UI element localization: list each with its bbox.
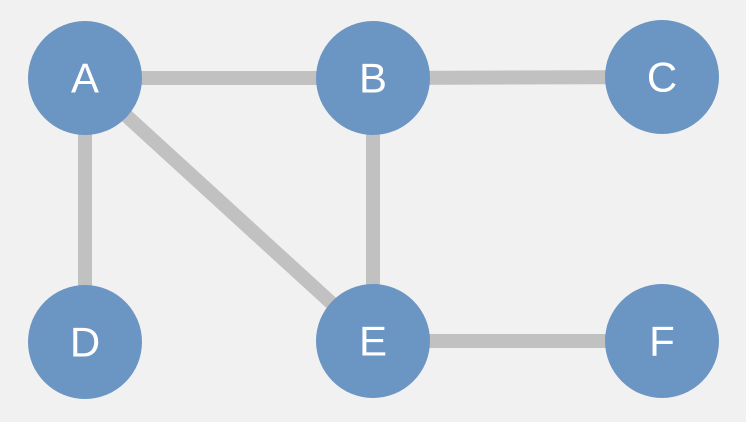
node-circle-C[interactable] [605,20,719,134]
graph-node-E[interactable]: E [316,284,430,398]
node-circle-D[interactable] [28,285,142,399]
node-circle-E[interactable] [316,284,430,398]
node-circle-F[interactable] [605,284,719,398]
node-circle-B[interactable] [316,21,430,135]
graph-node-C[interactable]: C [605,20,719,134]
graph-node-F[interactable]: F [605,284,719,398]
graph-edge-A-E [80,72,378,347]
graph-node-D[interactable]: D [28,285,142,399]
node-circle-A[interactable] [28,21,142,135]
graph-node-A[interactable]: A [28,21,142,135]
graph-node-B[interactable]: B [316,21,430,135]
